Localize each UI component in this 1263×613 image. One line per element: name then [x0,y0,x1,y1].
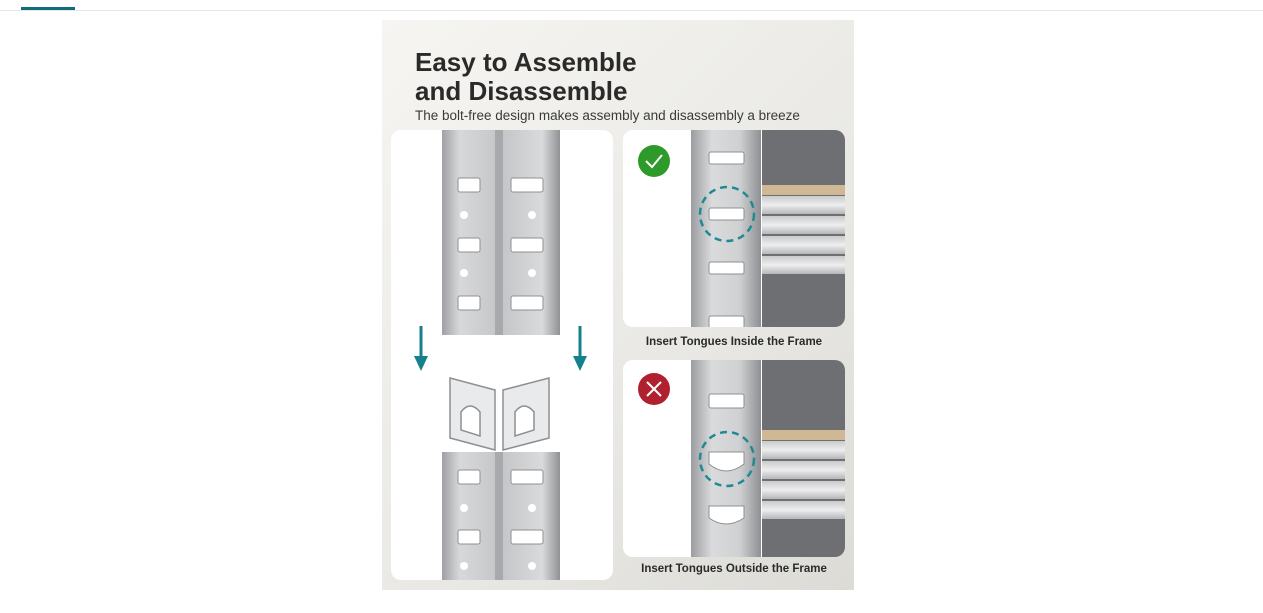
highlight-ring [698,185,756,243]
highlight-ring [698,430,756,488]
headline: Easy to Assemble and Disassemble [415,48,637,106]
top-tab-bar [0,0,1263,11]
incorrect-assembly-panel [623,360,845,557]
caption-incorrect: Insert Tongues Outside the Frame [641,563,827,575]
upright-posts-illustration [442,130,560,580]
headline-line-2: and Disassemble [415,76,628,106]
caption-correct: Insert Tongues Inside the Frame [645,336,823,348]
assembly-illustration-panel [391,130,613,580]
arrow-down-icon [414,326,428,371]
correct-assembly-illustration [623,130,845,327]
correct-assembly-panel [623,130,845,327]
x-circle-icon [638,373,670,405]
headline-line-1: Easy to Assemble [415,47,637,77]
arrow-down-icon [573,326,587,371]
check-circle-icon [638,145,670,177]
product-image[interactable]: Easy to Assemble and Disassemble The bol… [382,20,854,590]
active-tab-indicator[interactable] [21,7,75,10]
subheadline: The bolt-free design makes assembly and … [415,108,800,123]
